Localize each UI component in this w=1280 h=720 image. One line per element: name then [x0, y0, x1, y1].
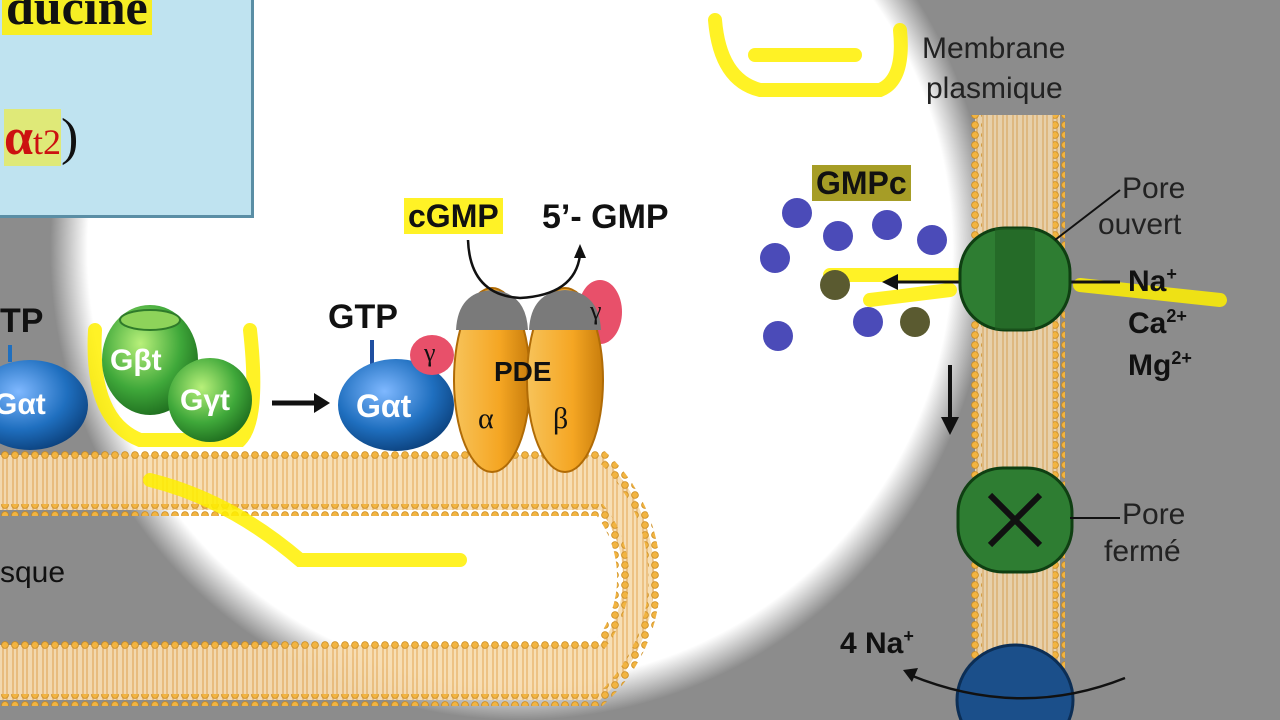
cgmp-dot: [853, 307, 883, 337]
label-5-gmp: 5’- GMP: [542, 198, 669, 236]
label-gamma-right: γ: [590, 296, 602, 325]
label-gtp: GTP: [328, 298, 398, 336]
label-g-beta: Gβt: [110, 344, 162, 377]
na-efflux-arrow: [903, 668, 1126, 700]
cgmp-dot: [823, 221, 853, 251]
label-pde-alpha: α: [478, 402, 494, 435]
cgmp-dot: [900, 307, 930, 337]
label-g-alpha: Gαt: [356, 388, 412, 424]
pde-gamma-left: [410, 335, 454, 375]
label-plasmique: plasmique: [926, 72, 1063, 105]
label-gamma-left: γ: [424, 338, 436, 367]
cgmp-dot: [872, 210, 902, 240]
pore-closed: [956, 466, 1074, 574]
cgmp-dot: [760, 243, 790, 273]
label-g-gamma: Gγt: [180, 384, 231, 417]
pore-open: [958, 226, 1072, 332]
label-pore-open-2: ouvert: [1098, 208, 1182, 241]
label-ca: Ca2+: [1128, 306, 1187, 340]
subunit-label: αt2): [4, 109, 79, 166]
g-alpha-gtp: [338, 340, 454, 451]
label-pore-closed-2: fermé: [1104, 535, 1181, 568]
g-beta-gamma: [102, 305, 252, 442]
title-partial-word: ducine: [2, 0, 152, 36]
label-cgmp: cGMP: [404, 198, 503, 235]
label-na: Na+: [1128, 264, 1177, 298]
activation-arrow: [272, 393, 330, 413]
label-gtp-left: TP: [0, 302, 44, 340]
exchanger: [955, 643, 1075, 720]
cgmp-dot: [917, 225, 947, 255]
hydrolysis-arrow: [466, 239, 586, 300]
cgmp-dot: [763, 321, 793, 351]
label-4-na: 4 Na+: [840, 626, 914, 660]
label-gmpc: GMPc: [812, 165, 911, 202]
g-alpha-left: [0, 345, 88, 450]
cgmp-molecules: [760, 198, 947, 351]
state-change-arrow: [941, 365, 959, 435]
label-g-alpha-left: Gαt: [0, 388, 46, 421]
label-disque: sque: [0, 556, 66, 589]
pde: [453, 287, 604, 473]
label-pore-open-1: Pore: [1122, 172, 1186, 205]
cgmp-dot: [820, 270, 850, 300]
label-pore-closed-1: Pore: [1122, 498, 1186, 531]
label-pde: PDE: [494, 356, 552, 387]
cgmp-dot: [782, 198, 812, 228]
label-membrane: Membrane: [922, 32, 1066, 65]
leader-line: [1054, 189, 1121, 241]
label-pde-beta: β: [553, 402, 569, 435]
disc-membrane: [0, 449, 661, 706]
plasma-membrane: [970, 115, 1065, 720]
label-mg: Mg2+: [1128, 348, 1192, 382]
